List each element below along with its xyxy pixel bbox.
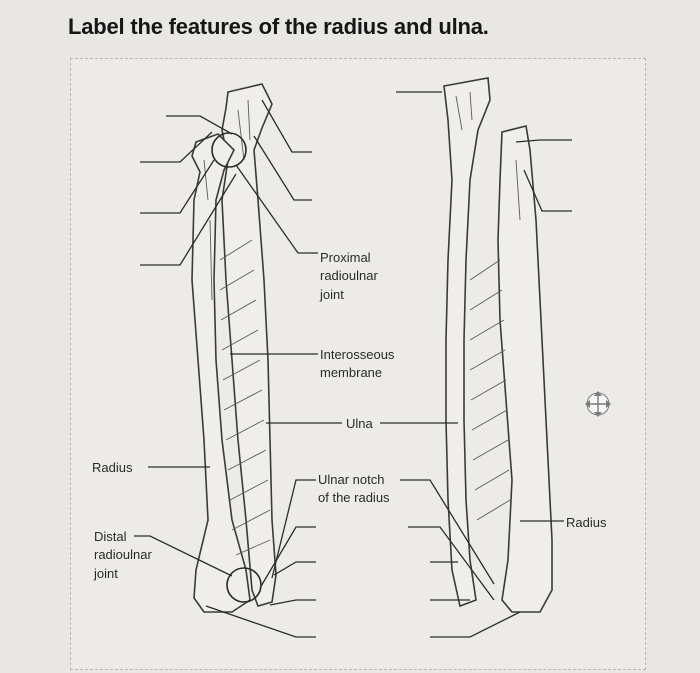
label-interosseous-membrane: Interosseous membrane xyxy=(320,347,398,380)
distal-joint-circle xyxy=(226,567,262,603)
ulna-bone-left xyxy=(221,83,277,607)
question-title: Label the features of the radius and uln… xyxy=(68,14,489,39)
blank-leaders-right xyxy=(396,91,572,638)
blank-leaders-bottom-left xyxy=(205,526,316,638)
label-radius-right: Radius xyxy=(566,515,607,530)
move-cursor-icon[interactable] xyxy=(585,391,611,417)
posterior-view xyxy=(396,77,572,638)
label-proximal-radioulnar-joint: Proximal radioulnar joint xyxy=(319,250,381,302)
radius-bone-right xyxy=(443,77,491,608)
blank-leaders-top-left xyxy=(140,99,312,266)
anterior-view xyxy=(140,83,316,638)
label-ulnar-notch: Ulnar notch of the radius xyxy=(318,472,390,505)
label-radius-left: Radius xyxy=(92,460,133,475)
interosseous-membrane-hatching-right xyxy=(469,259,511,521)
radius-bone-left xyxy=(191,133,251,613)
label-ulna: Ulna xyxy=(346,416,374,431)
ulna-bone-right xyxy=(497,125,553,613)
label-distal-radioulnar-joint: Distal radioulnar joint xyxy=(93,529,155,581)
interosseous-membrane-hatching-left xyxy=(219,239,271,556)
